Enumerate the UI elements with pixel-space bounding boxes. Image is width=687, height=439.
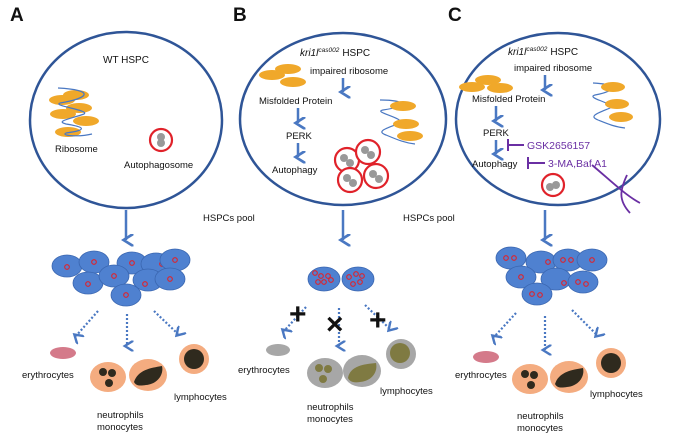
neutrophil-icon	[512, 364, 548, 394]
panel-a: A WT HSPC Ribosome Autophagosome eryt	[10, 5, 227, 433]
ribosome-subunits-icon-c	[459, 75, 513, 93]
hspc-cell-icon	[159, 248, 191, 272]
autophagosome-icon	[148, 127, 174, 153]
block-cross-icon: ×	[326, 308, 344, 341]
panel-letter-c: C	[448, 5, 462, 26]
failed-neutrophil-icon	[307, 358, 343, 388]
ribosome-icon	[49, 87, 99, 137]
panel-letter-b: B	[233, 5, 247, 26]
panel-letter-a: A	[10, 5, 24, 26]
erythrocytes-label-c: erythrocytes	[455, 370, 507, 381]
neutrophils-label-a: neutrophils	[97, 410, 144, 421]
lymphocytes-label-c: lymphocytes	[590, 389, 643, 400]
hspc-cell-icon	[110, 283, 142, 307]
pathway-step-3-b: PERK	[286, 131, 313, 142]
monocyte-icon	[129, 359, 167, 391]
autophagosome-cluster-icon-b	[333, 138, 390, 194]
hspc-cell-icon	[495, 246, 527, 270]
differentiation-arrows-c	[494, 309, 597, 350]
lymphocyte-icon	[179, 344, 209, 374]
monocytes-label-b: monocytes	[307, 414, 353, 425]
failed-erythrocyte-icon	[266, 344, 290, 356]
wt-hspc-cell	[28, 30, 224, 210]
mrna-ribosome-icon-b	[379, 99, 423, 145]
pathway-step-1-c: impaired ribosome	[514, 63, 592, 74]
pathway-step-1-b: impaired ribosome	[310, 66, 388, 77]
autophagosome-icon-c	[540, 172, 566, 198]
hspc-cell-icon	[567, 270, 599, 294]
autophagosome-icon	[362, 162, 390, 190]
inhibitor-bar-icon	[527, 157, 545, 169]
autophagosome-icon	[354, 138, 382, 166]
erythrocyte-icon	[50, 347, 76, 359]
hspc-cell-icon	[576, 248, 608, 272]
erythrocyte-icon	[473, 351, 499, 363]
lymphocyte-icon	[596, 348, 626, 378]
block-plus-icon: +	[369, 304, 387, 337]
failed-monocyte-icon	[343, 355, 381, 387]
ribosome-subunits-icon-b	[259, 64, 306, 87]
hspc-pool-c	[495, 246, 608, 306]
inhibitor-gsk2656157: GSK2656157	[527, 140, 590, 152]
neutrophil-icon	[90, 362, 126, 392]
lymphocytes-label-a: lymphocytes	[174, 392, 227, 403]
failed-lymphocyte-icon	[386, 339, 416, 369]
pathway-step-2-b: Misfolded Protein	[259, 96, 332, 107]
mutant-hspc-cell-b	[238, 31, 448, 207]
block-marks-b: + × +	[289, 298, 387, 341]
mrna-ribosome-icon-c	[592, 82, 633, 129]
monocytes-label-a: monocytes	[97, 422, 143, 433]
hspc-cell-icon	[552, 248, 584, 272]
pathway-step-2-c: Misfolded Protein	[472, 94, 545, 105]
pathway-step-4-c: Autophagy	[472, 159, 518, 170]
hspc-cell-icon	[98, 264, 130, 288]
mutant-hspc-cell-c	[454, 31, 662, 207]
lymphocytes-label-b: lymphocytes	[380, 386, 433, 397]
monocyte-icon	[550, 361, 588, 393]
hspc-pool-a	[51, 248, 191, 307]
erythrocytes-label-b: erythrocytes	[238, 365, 290, 376]
hspcs-pool-label-1: HSPCs pool	[203, 213, 255, 224]
hspc-cell-icon	[51, 254, 83, 278]
hspc-cell-icon	[72, 271, 104, 295]
neutrophils-label-c: neutrophils	[517, 411, 564, 422]
differentiation-arrows-a	[76, 310, 178, 346]
pathway-step-3-c: PERK	[483, 128, 510, 139]
inhibitor-3ma-bafa1: 3-MA,Baf A1	[548, 158, 607, 170]
erythrocytes-label-a: erythrocytes	[22, 370, 74, 381]
hspc-cell-icon	[521, 282, 553, 306]
block-plus-icon: +	[289, 298, 307, 331]
hspc-cell-icon	[505, 265, 537, 289]
hspc-pool-b	[307, 266, 375, 292]
wt-hspc-title: WT HSPC	[103, 55, 149, 66]
differentiation-arrows-b	[284, 304, 390, 346]
inhibitor-cross-lines-icon	[591, 164, 641, 214]
autophagosome-icon	[336, 166, 364, 194]
ribosome-label: Ribosome	[55, 144, 98, 155]
neutrophils-label-b: neutrophils	[307, 402, 354, 413]
inhibitor-bar-icon	[507, 139, 524, 151]
autophagosome-label: Autophagosome	[124, 160, 193, 171]
monocytes-label-c: monocytes	[517, 423, 563, 434]
hspc-cell-icon	[154, 267, 186, 291]
hspcs-pool-label-2: HSPCs pool	[403, 213, 455, 224]
pathway-step-4-b: Autophagy	[272, 165, 318, 176]
